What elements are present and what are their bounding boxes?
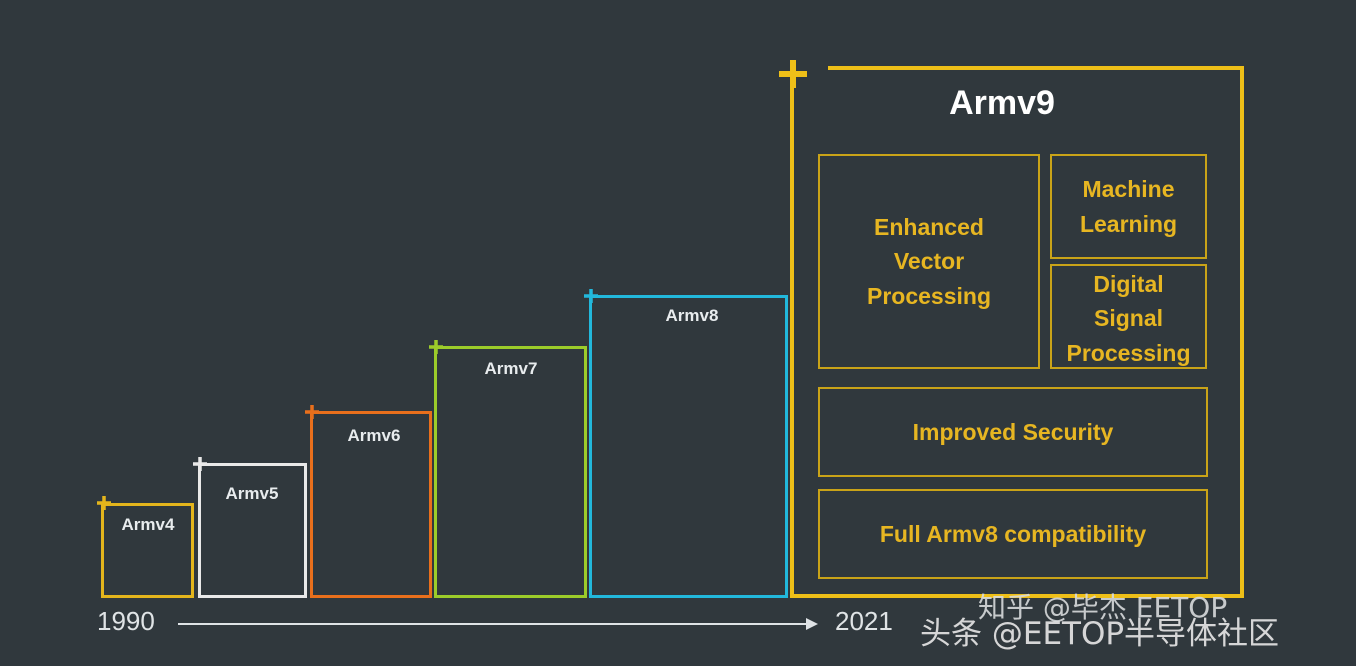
feature-label: Full Armv8 compatibility xyxy=(879,520,1147,547)
watermark-zhihu: 知乎 @毕杰 EETOP xyxy=(978,591,1228,624)
armv9-box xyxy=(790,66,1244,598)
armv9-top-border xyxy=(828,66,1244,70)
armv7-box xyxy=(434,346,587,598)
armv6-label: Armv6 xyxy=(347,426,401,445)
feature-improved-security: Improved Security xyxy=(818,387,1208,477)
feature-label: Machine Learning xyxy=(1079,176,1178,237)
feature-enhanced-vector-processing: Enhanced Vector Processing xyxy=(818,154,1040,369)
armv9-title: Armv9 xyxy=(949,84,1055,122)
timeline-end-year: 2021 xyxy=(835,606,893,636)
timeline-start-year: 1990 xyxy=(97,606,155,636)
armv8-box xyxy=(589,295,788,598)
armv7-label: Armv7 xyxy=(484,359,538,378)
armv8-label: Armv8 xyxy=(665,306,719,325)
armv5-box xyxy=(198,463,307,598)
armv4-label: Armv4 xyxy=(121,515,175,534)
feature-label: Digital Signal Processing xyxy=(1066,271,1191,366)
feature-digital-signal-processing: Digital Signal Processing xyxy=(1050,264,1207,369)
feature-label: Improved Security xyxy=(912,418,1114,445)
feature-machine-learning: Machine Learning xyxy=(1050,154,1207,259)
timeline-arrow-icon xyxy=(178,618,818,630)
feature-full-armv8-compatibility: Full Armv8 compatibility xyxy=(818,489,1208,579)
armv5-label: Armv5 xyxy=(225,484,279,503)
feature-label: Enhanced Vector Processing xyxy=(867,214,991,309)
watermark-toutiao: 头条 @EETOP半导体社区 xyxy=(920,616,1280,652)
armv4-box xyxy=(101,503,194,598)
armv6-box xyxy=(310,411,432,598)
